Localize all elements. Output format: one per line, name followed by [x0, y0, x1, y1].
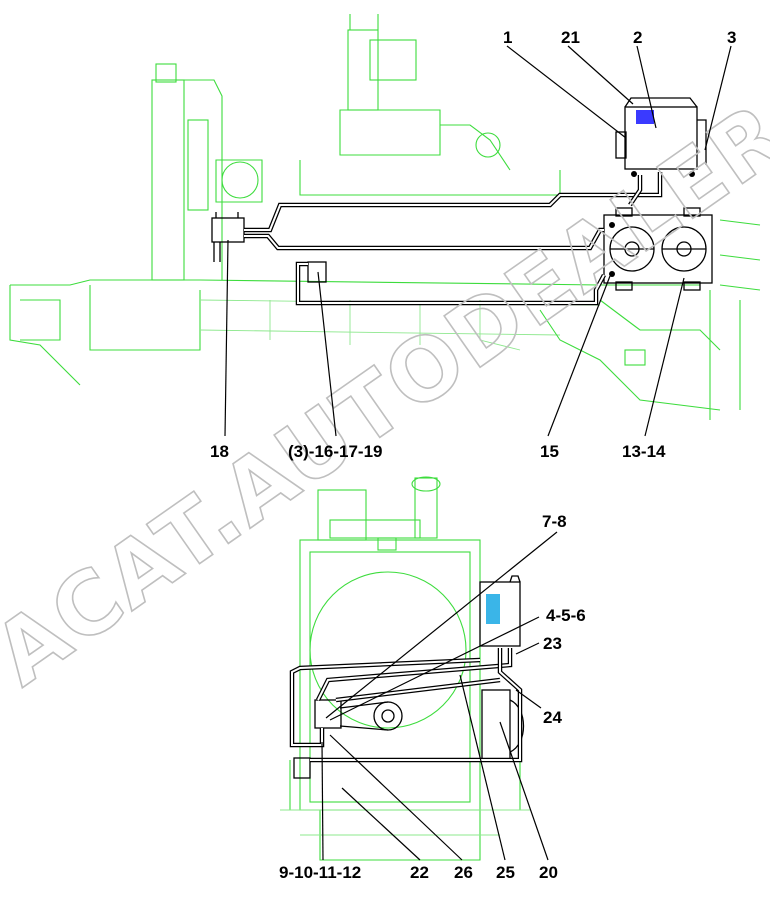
callout-7-8: 7-8: [542, 512, 567, 531]
reservoir-sight-window: [636, 110, 654, 124]
top-machine-outline: [9, 14, 761, 420]
callout-2: 2: [633, 28, 642, 47]
watermark-text: ACAT.AUTODEALER.RU: [0, 0, 770, 706]
callout-18: 18: [210, 442, 229, 461]
leader-lines: [224, 45, 732, 861]
callout-labels: 1 21 2 3 18 (3)-16-17-19 15 13-14 7-8 4-…: [210, 28, 736, 882]
callout-3-16-17-19: (3)-16-17-19: [288, 442, 383, 461]
top-hydraulic-components: [211, 97, 713, 306]
tank-sight-window: [486, 594, 500, 624]
callout-20: 20: [539, 863, 558, 882]
callout-23: 23: [543, 634, 562, 653]
callout-25: 25: [496, 863, 515, 882]
callout-24: 24: [543, 708, 562, 727]
callout-22: 22: [410, 863, 429, 882]
bottom-hydraulic-components: [289, 575, 524, 779]
callout-1: 1: [503, 28, 512, 47]
callout-21: 21: [561, 28, 580, 47]
bottom-machine-outline: [280, 476, 530, 861]
callout-9-10-11-12: 9-10-11-12: [279, 863, 361, 882]
callout-26: 26: [454, 863, 473, 882]
callout-15: 15: [540, 442, 559, 461]
callout-4-5-6: 4-5-6: [546, 606, 586, 625]
callout-3: 3: [727, 28, 736, 47]
callout-13-14: 13-14: [622, 442, 666, 461]
